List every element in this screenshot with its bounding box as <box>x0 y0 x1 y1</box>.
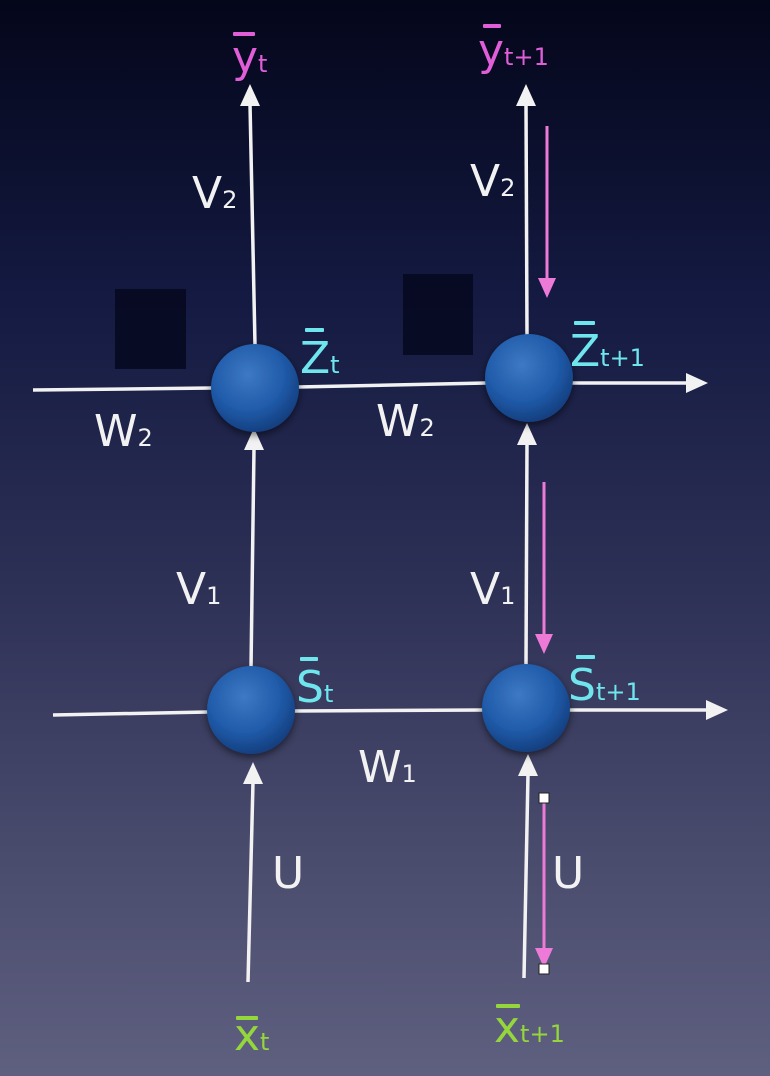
v1-left-line <box>249 447 256 669</box>
u-left-line <box>246 781 255 983</box>
label-w2-left: W2 <box>94 406 153 457</box>
v1-right-arrowhead <box>517 423 537 445</box>
node-s-t <box>207 666 295 754</box>
node-z-t1 <box>485 334 573 422</box>
label-y-t: yt <box>232 32 268 83</box>
label-z-t: Zt <box>300 328 340 381</box>
label-z-t1: Zt+1 <box>570 321 645 374</box>
node-s-t1 <box>482 664 570 752</box>
overbar-y-t1 <box>483 24 501 28</box>
overbar-y-t <box>233 32 255 36</box>
w1-link-line <box>293 708 484 713</box>
overbar-x-t1 <box>496 1004 520 1008</box>
label-v2-left: V2 <box>192 168 238 219</box>
v1-left-arrowhead <box>244 428 264 450</box>
pink-arrow-top-head <box>538 278 556 298</box>
overbar-x-t <box>236 1016 258 1020</box>
node-z-t <box>211 344 299 432</box>
w1-outgoing-arrowhead <box>706 700 728 720</box>
label-v1-left: V1 <box>176 564 222 615</box>
label-x-t1: xt+1 <box>494 1002 565 1053</box>
label-x-t: xt <box>234 1010 270 1061</box>
overbar-z-t1 <box>574 321 595 325</box>
label-y-t1: yt+1 <box>478 24 549 76</box>
w2-outgoing-arrowhead <box>686 373 708 393</box>
label-s-t1: St+1 <box>568 655 641 708</box>
u-right-line <box>522 773 530 979</box>
overbar-s-t1 <box>576 655 595 659</box>
w2-link-line <box>297 381 487 389</box>
u-right-arrowhead <box>518 754 538 776</box>
background-square-left <box>115 289 186 369</box>
w1-incoming-line <box>52 710 209 717</box>
label-s-t: St <box>296 657 333 710</box>
label-u-left: U <box>272 848 305 899</box>
u-left-arrowhead <box>243 762 263 784</box>
pink-arrow-middle-head <box>535 634 553 654</box>
v2-left-line <box>248 103 257 346</box>
v2-right-arrowhead <box>516 84 536 106</box>
pink-arrow-bottom-head <box>535 948 553 968</box>
selection-handle-bottom[interactable] <box>538 963 550 975</box>
background-square-right <box>403 274 473 355</box>
v1-right-line <box>524 442 529 666</box>
overbar-z-t <box>305 328 324 332</box>
label-w2-mid: W2 <box>376 396 435 447</box>
overbar-s-t <box>300 657 318 661</box>
selection-handle-top[interactable] <box>538 792 550 804</box>
label-w1-mid: W1 <box>358 742 417 793</box>
label-v1-right: V1 <box>470 564 516 615</box>
v2-right-line <box>524 103 529 336</box>
w2-incoming-line <box>32 386 213 392</box>
label-v2-right: V2 <box>470 156 516 207</box>
v2-left-arrowhead <box>240 84 260 106</box>
label-u-right: U <box>552 848 585 899</box>
